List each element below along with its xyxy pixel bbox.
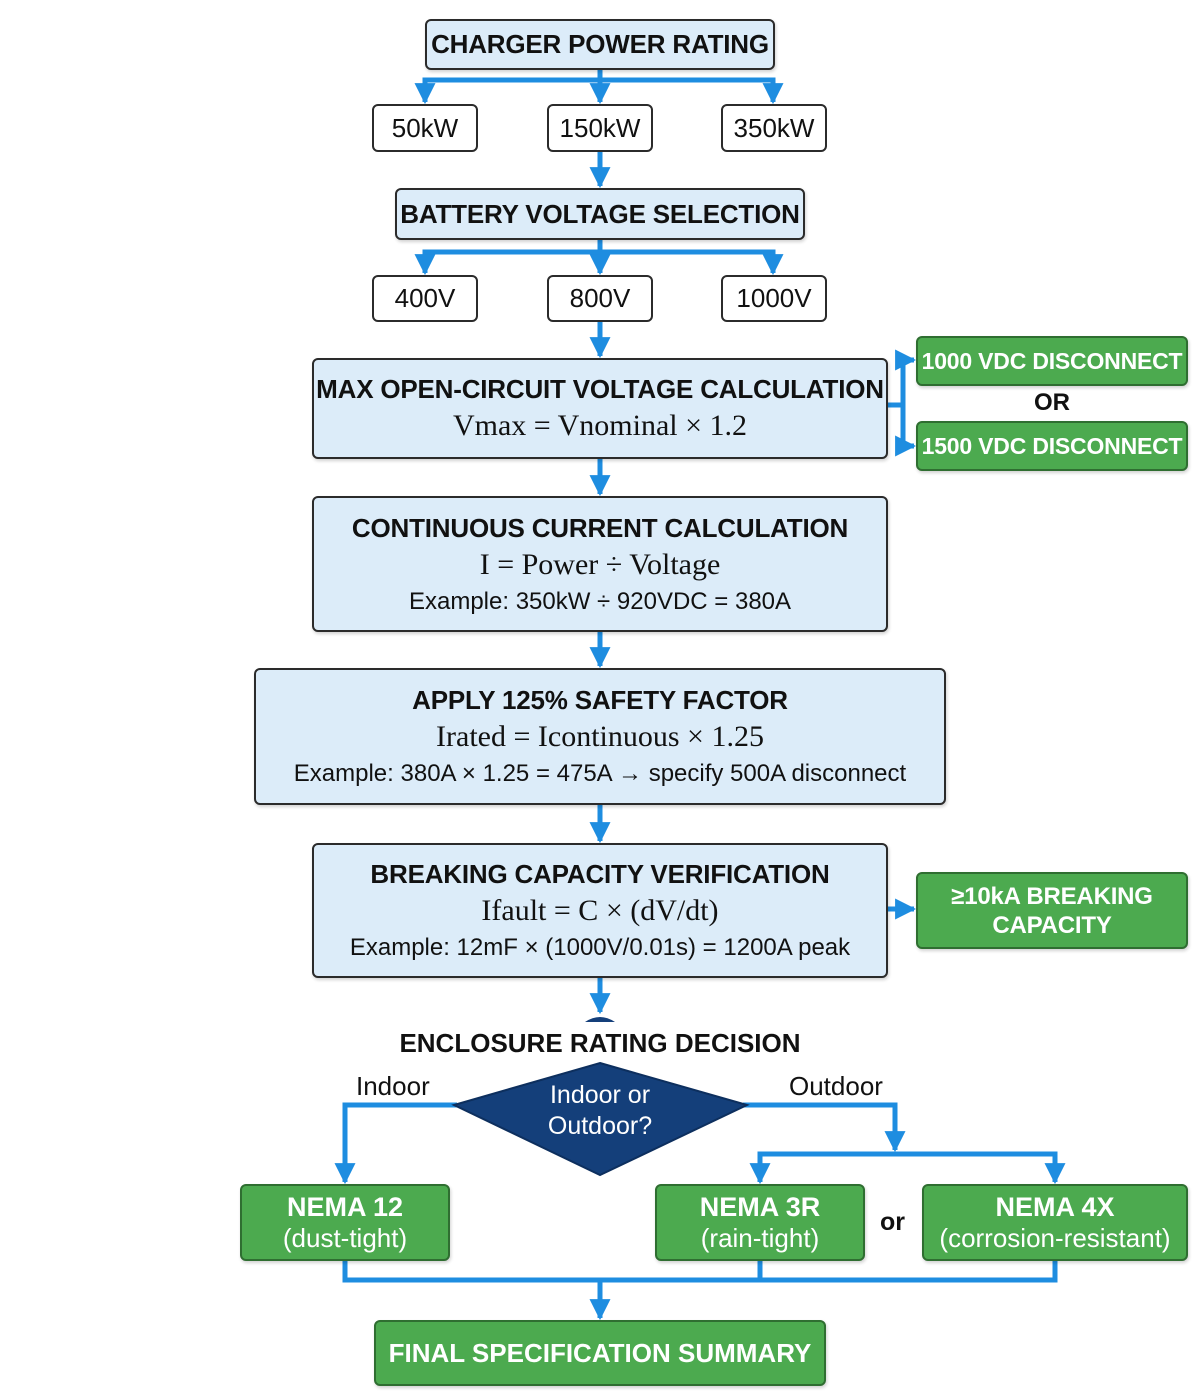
nema-3r-sub: (rain-tight) [700,1222,820,1253]
breaking-result-line1: ≥10kA BREAKING [951,882,1153,910]
indoor-label: Indoor [356,1071,430,1101]
breaking-example: Example: 12mF × (1000V/0.01s) = 1200A pe… [349,934,851,961]
disconnect-1000-label: 1000 VDC DISCONNECT [921,347,1183,374]
ocv-title: MAX OPEN-CIRCUIT VOLTAGE CALCULATION [316,374,884,404]
question-line1: Indoor or [549,1081,651,1109]
safety-factor-box: APPLY 125% SAFETY FACTOR Irated = Iconti… [254,668,946,805]
outdoor-label: Outdoor [789,1071,883,1101]
breaking-capacity-box: BREAKING CAPACITY VERIFICATION Ifault = … [312,843,888,978]
nema-4x-sub: (corrosion-resistant) [939,1222,1171,1253]
safety-title: APPLY 125% SAFETY FACTOR [412,685,788,715]
current-title: CONTINUOUS CURRENT CALCULATION [351,512,849,543]
option-1000v: 1000V [721,275,827,322]
connector-battery-400 [414,240,603,276]
option-400v: 400V [372,275,478,322]
option-350kw: 350kW [721,104,827,152]
option-150kw: 150kW [547,104,653,152]
nema-3r-title: NEMA 3R [699,1191,821,1222]
continuous-current-box: CONTINUOUS CURRENT CALCULATION I = Power… [312,496,888,632]
connector-indoor [334,1102,457,1185]
safety-formula: Irated = Icontinuous × 1.25 [436,720,764,753]
connector-outdoor-4x [895,1151,1066,1185]
disconnect-1500vdc: 1500 VDC DISCONNECT [916,421,1188,471]
breaking-title: BREAKING CAPACITY VERIFICATION [370,859,830,889]
disconnect-or-label: OR [1034,389,1070,416]
disconnect-1500-label: 1500 VDC DISCONNECT [921,432,1183,459]
current-formula: I = Power ÷ Voltage [479,547,721,581]
nema-or-label: or [880,1208,905,1236]
option-label: 350kW [733,112,815,143]
nema-4x-title: NEMA 4X [995,1191,1115,1222]
enclosure-title: ENCLOSURE RATING DECISION [399,1028,801,1058]
battery-title: BATTERY VOLTAGE SELECTION [400,198,800,229]
option-label: 1000V [736,283,812,313]
nema-12-box: NEMA 12 (dust-tight) [240,1184,450,1261]
disconnect-1000vdc: 1000 VDC DISCONNECT [916,336,1188,386]
charger-power-rating-box: CHARGER POWER RATING [425,19,775,70]
battery-voltage-box: BATTERY VOLTAGE SELECTION [395,188,805,240]
connector-merge [342,1261,1058,1283]
connector-ocv-disconnect-b [895,405,917,457]
breaking-formula: Ifault = C × (dV/dt) [481,894,719,927]
connector-ocv-disconnect [888,349,917,408]
breaking-result-line2: CAPACITY [992,911,1112,939]
safety-example: Example: 380A × 1.25 = 475A → specify 50… [293,760,907,787]
connector-battery-1000 [600,249,784,276]
option-800v: 800V [547,275,653,322]
nema-3r-box: NEMA 3R (rain-tight) [655,1184,865,1261]
nema-4x-box: NEMA 4X (corrosion-resistant) [922,1184,1188,1261]
connector-outdoor [743,1102,906,1153]
option-label: 150kW [559,112,641,143]
option-label: 800V [569,283,631,313]
final-title: FINAL SPECIFICATION SUMMARY [388,1337,812,1368]
breaking-capacity-result: ≥10kA BREAKING CAPACITY [916,872,1188,949]
connector-charger-350 [600,77,784,105]
decision-question: Indoor or Outdoor? [520,1080,680,1142]
option-label: 50kW [391,112,459,143]
nema-12-title: NEMA 12 [286,1191,404,1222]
diamond-top-cap [585,1017,615,1022]
nema-12-sub: (dust-tight) [282,1222,408,1253]
charger-title: CHARGER POWER RATING [431,29,769,59]
decision-diamond [451,1061,750,1177]
connector-outdoor-3r [749,1151,895,1185]
current-example: Example: 350kW ÷ 920VDC = 380A [408,587,792,615]
question-line2: Outdoor? [547,1112,653,1140]
ocv-formula: Vmax = Vnominal × 1.2 [452,409,748,442]
option-label: 400V [394,283,456,313]
option-50kw: 50kW [372,104,478,152]
ocv-calculation-box: MAX OPEN-CIRCUIT VOLTAGE CALCULATION Vma… [312,358,888,459]
connector-charger-50 [414,70,603,105]
final-specification-box: FINAL SPECIFICATION SUMMARY [374,1320,826,1386]
